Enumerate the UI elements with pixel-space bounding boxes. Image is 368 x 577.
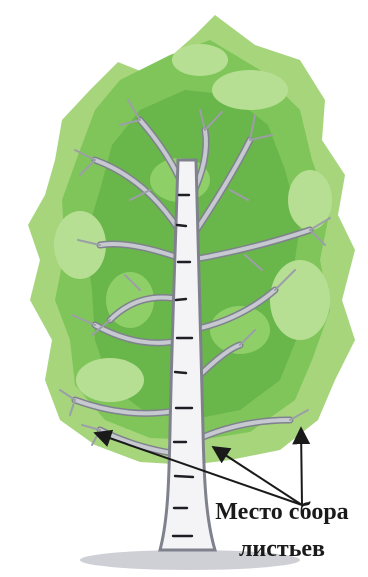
collection-site-label-line2: листьев xyxy=(196,537,368,561)
arrow-icon xyxy=(301,428,302,505)
collection-site-label-line1: Место сбора xyxy=(196,500,368,524)
arrow-icon xyxy=(213,447,302,505)
